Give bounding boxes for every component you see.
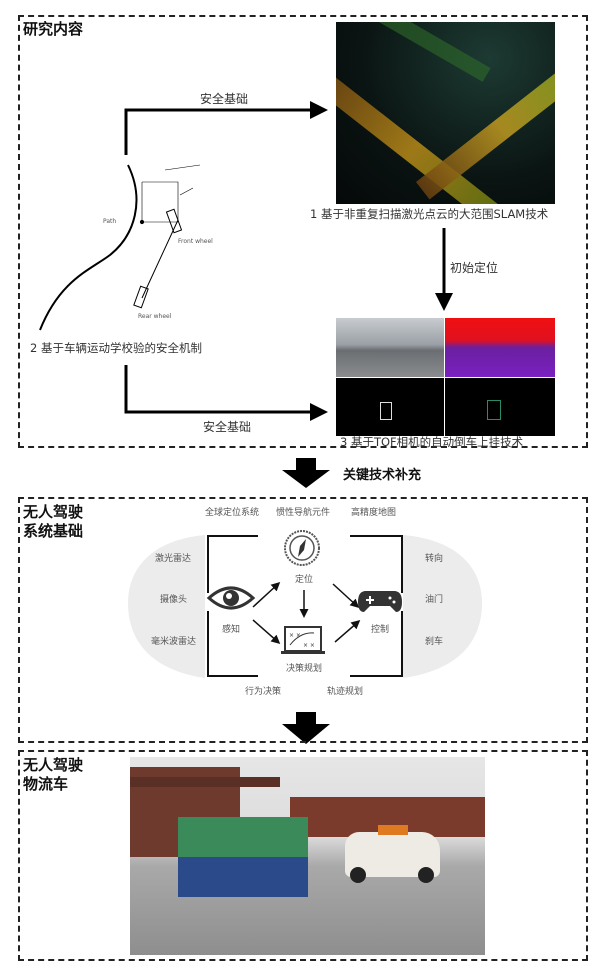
caption-tof: 3 基于TOF相机的自动倒车上挂技术 — [340, 435, 524, 449]
section-title-system-2: 系统基础 — [23, 522, 84, 540]
gamepad-icon — [358, 591, 402, 612]
section-title-system-1: 无人驾驶 — [23, 503, 84, 521]
label-key-tech-supplement: 关键技术补充 — [343, 468, 422, 483]
label-safety-top: 安全基础 — [200, 92, 249, 106]
lidar-point-cloud-image — [336, 22, 555, 204]
sensor-radar: 毫米波雷达 — [151, 637, 197, 647]
sketch-rear-wheel-label: Rear wheel — [138, 313, 172, 320]
label-initial-localization: 初始定位 — [450, 261, 499, 275]
tof-depth-image — [336, 378, 444, 436]
research-content-box — [18, 15, 588, 448]
section-title-vehicle-2: 物流车 — [23, 775, 69, 793]
sensor-lidar: 激光雷达 — [155, 554, 192, 564]
system-basis-box — [18, 497, 588, 743]
node-control: 控制 — [371, 625, 390, 635]
sensor-ellipse — [128, 535, 205, 678]
vehicle-kinematics-sketch — [39, 164, 201, 331]
node-perception: 感知 — [222, 625, 241, 635]
actuator-steering: 转向 — [425, 554, 444, 564]
label-trajectory-planning: 轨迹规划 — [327, 687, 364, 697]
caption-slam: 1 基于非重复扫描激光点云的大范围SLAM技术 — [310, 207, 549, 221]
sensor-camera: 摄像头 — [160, 595, 188, 605]
arrow-safety-top — [124, 101, 328, 155]
sketch-path-label: Path — [103, 218, 117, 225]
arrow-safety-bottom — [124, 365, 328, 421]
actuator-ellipse — [403, 535, 482, 678]
label-behavior-decision: 行为决策 — [245, 687, 282, 697]
svg-text:× ×: × × — [303, 642, 315, 649]
caption-kinematics: 2 基于车辆运动学校验的安全机制 — [30, 341, 202, 355]
logistics-vehicle-photo — [130, 757, 485, 955]
sketch-front-wheel-label: Front wheel — [178, 238, 213, 245]
big-arrow-down-1 — [282, 458, 330, 488]
node-localization: 定位 — [295, 575, 314, 585]
label-hd-map: 高精度地图 — [351, 508, 397, 518]
tof-detection-image — [445, 378, 555, 436]
eye-icon — [206, 586, 256, 610]
label-safety-bottom: 安全基础 — [203, 420, 252, 434]
svg-text:× ×: × × — [289, 632, 301, 639]
section-title-vehicle-1: 无人驾驶 — [23, 756, 84, 774]
camera-view-image — [336, 318, 444, 377]
actuator-brake: 刹车 — [425, 637, 444, 647]
node-planning: 决策规划 — [286, 664, 323, 674]
label-ins: 惯性导航元件 — [276, 508, 331, 518]
segmentation-image — [445, 318, 555, 377]
label-gnss: 全球定位系统 — [205, 508, 260, 518]
compass-icon — [284, 530, 320, 566]
big-arrow-down-2 — [282, 712, 330, 744]
planning-board-icon: × ×× × — [281, 626, 325, 654]
actuator-throttle: 油门 — [425, 595, 444, 605]
logistics-vehicle-box — [18, 750, 588, 961]
section-title-research: 研究内容 — [23, 20, 84, 38]
